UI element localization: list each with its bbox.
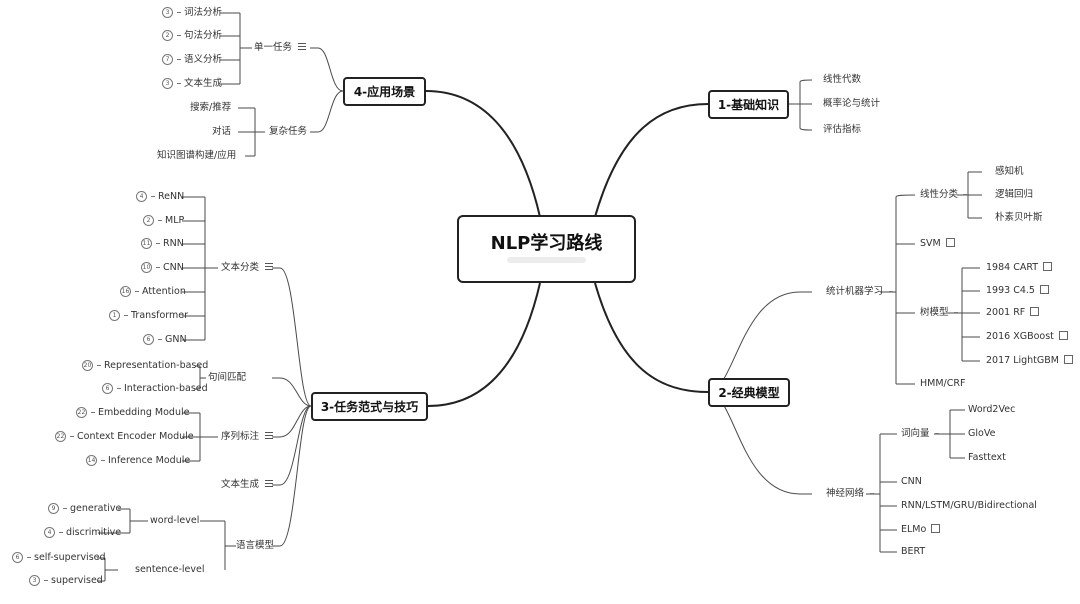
branch-box-classic-models[interactable]: 2-经典模型 bbox=[708, 378, 790, 407]
topic-hmm-crf[interactable]: HMM/CRF bbox=[920, 378, 966, 389]
external-link-icon[interactable] bbox=[931, 524, 941, 533]
branch-box-applications[interactable]: 4-应用场景 bbox=[343, 77, 426, 106]
branch-box-task-paradigms[interactable]: 3-任务范式与技巧 bbox=[311, 392, 428, 421]
collapse-dash bbox=[963, 194, 968, 195]
topic-single-task[interactable]: 单一任务 bbox=[254, 42, 307, 54]
topic-sequence-labeling[interactable]: 序列标注 bbox=[221, 431, 274, 443]
connector-center-branch1 bbox=[594, 103, 709, 218]
topic-sentence-matching[interactable]: 句间匹配 bbox=[208, 372, 247, 383]
app-knowledge-graph[interactable]: 知识图谱构建/应用 bbox=[157, 150, 237, 161]
external-link-icon[interactable] bbox=[1063, 355, 1073, 364]
collapse-dash bbox=[934, 433, 939, 434]
note-icon[interactable] bbox=[265, 263, 274, 270]
external-link-icon[interactable] bbox=[1058, 331, 1068, 340]
topic-bert[interactable]: BERT bbox=[901, 546, 926, 557]
app-dialogue[interactable]: 对话 bbox=[212, 126, 232, 137]
app-search-recommend[interactable]: 搜索/推荐 bbox=[190, 102, 232, 113]
topic-neural-networks[interactable]: 神经网络 bbox=[826, 488, 877, 500]
topic-glove[interactable]: GloVe bbox=[968, 428, 996, 439]
collapse-dash bbox=[870, 493, 875, 494]
topic-perceptron[interactable]: 感知机 bbox=[995, 166, 1024, 177]
lm-sentence-level[interactable]: sentence-level bbox=[135, 564, 205, 575]
connector-center-branch4 bbox=[425, 90, 541, 218]
topic-probability-statistics[interactable]: 概率论与统计 bbox=[823, 98, 881, 109]
topic-naive-bayes[interactable]: 朴素贝叶斯 bbox=[995, 212, 1043, 223]
topic-statistical-ml[interactable]: 统计机器学习 bbox=[826, 286, 896, 298]
external-link-icon[interactable] bbox=[1039, 285, 1049, 294]
note-icon[interactable] bbox=[265, 480, 274, 487]
topic-rnn-family[interactable]: RNN/LSTM/GRU/Bidirectional bbox=[901, 500, 1037, 511]
topic-c45[interactable]: 1993 C4.5 bbox=[986, 285, 1049, 297]
topic-fasttext[interactable]: Fasttext bbox=[968, 452, 1006, 463]
topic-word2vec[interactable]: Word2Vec bbox=[968, 404, 1016, 415]
connector-center-branch2 bbox=[594, 282, 709, 393]
topic-linear-algebra[interactable]: 线性代数 bbox=[823, 74, 862, 85]
topic-cnn[interactable]: CNN bbox=[901, 476, 922, 487]
topic-word-vectors[interactable]: 词向量 bbox=[901, 428, 942, 440]
topic-text-classification[interactable]: 文本分类 bbox=[221, 262, 274, 274]
branch-box-basics[interactable]: 1-基础知识 bbox=[708, 90, 789, 119]
lm-word-level[interactable]: word-level bbox=[150, 515, 200, 526]
central-topic-subtitle-placeholder bbox=[507, 257, 586, 263]
topic-evaluation-metrics[interactable]: 评估指标 bbox=[823, 124, 862, 135]
topic-text-generation[interactable]: 文本生成 bbox=[221, 479, 274, 491]
topic-elmo[interactable]: ELMo bbox=[901, 524, 941, 536]
central-topic[interactable]: NLP学习路线 bbox=[457, 215, 636, 283]
topic-lightgbm[interactable]: 2017 LightGBM bbox=[986, 355, 1073, 367]
topic-language-model[interactable]: 语言模型 bbox=[236, 540, 275, 551]
external-link-icon[interactable] bbox=[1043, 262, 1053, 271]
topic-complex-task[interactable]: 复杂任务 bbox=[269, 126, 308, 137]
note-icon[interactable] bbox=[265, 432, 274, 439]
topic-svm[interactable]: SVM bbox=[920, 238, 955, 250]
topic-cart[interactable]: 1984 CART bbox=[986, 262, 1053, 274]
topic-linear-classification[interactable]: 线性分类 bbox=[920, 189, 970, 201]
collapse-dash bbox=[889, 291, 894, 292]
topic-rf[interactable]: 2001 RF bbox=[986, 307, 1040, 319]
topic-logistic-regression[interactable]: 逻辑回归 bbox=[995, 189, 1034, 200]
external-link-icon[interactable] bbox=[945, 238, 955, 247]
external-link-icon[interactable] bbox=[1030, 307, 1040, 316]
collapse-dash bbox=[953, 312, 958, 313]
central-topic-title: NLP学习路线 bbox=[490, 233, 603, 254]
topic-xgboost[interactable]: 2016 XGBoost bbox=[986, 331, 1068, 343]
note-icon[interactable] bbox=[298, 43, 307, 50]
connector-center-branch3 bbox=[427, 282, 541, 407]
topic-tree-models[interactable]: 树模型 bbox=[920, 307, 961, 319]
